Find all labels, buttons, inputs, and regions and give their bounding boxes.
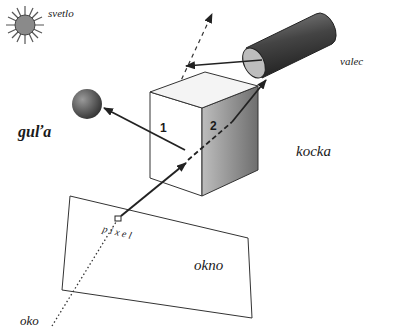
primary-ray xyxy=(121,163,186,216)
cube xyxy=(150,72,258,196)
cylinder xyxy=(238,13,336,82)
sphere xyxy=(72,89,102,119)
eye-label: oko xyxy=(20,314,39,327)
callout-number: 1 xyxy=(160,122,167,134)
cylinder-label: valec xyxy=(340,56,363,67)
light-label: svetlo xyxy=(48,8,74,19)
secondary-ray xyxy=(186,60,262,66)
callout-number: 2 xyxy=(210,120,217,132)
sphere-label: guľa xyxy=(18,124,51,140)
window-label: okno xyxy=(194,258,223,273)
eye-ray xyxy=(52,222,116,326)
cube-label: kocka xyxy=(296,144,331,159)
light-source xyxy=(6,6,44,44)
refracted-ray xyxy=(232,80,266,122)
image-window xyxy=(62,196,252,318)
pixel-square xyxy=(115,216,121,221)
reflected-ray xyxy=(104,108,185,150)
